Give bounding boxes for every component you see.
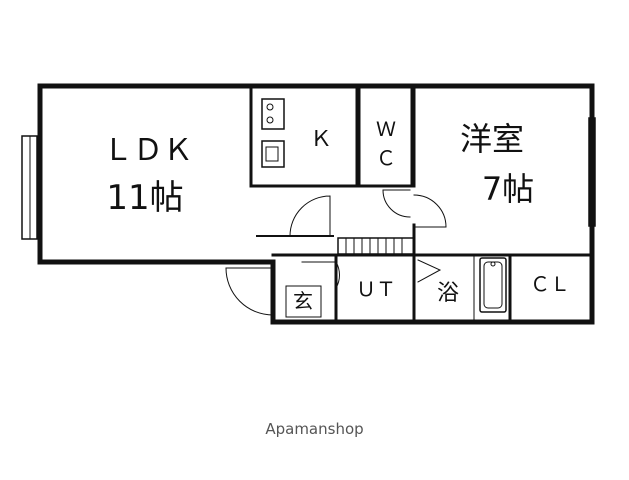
western-room-label: 洋室	[460, 120, 524, 158]
wc-label-w: Ｗ	[376, 117, 396, 141]
ldk-door	[289, 195, 331, 237]
closet-label: ＣＬ	[530, 272, 570, 296]
wc-door	[382, 189, 411, 218]
western-room-size: 7帖	[482, 170, 534, 208]
western-room-door	[413, 194, 447, 228]
bath-door	[417, 259, 442, 283]
stairs	[337, 237, 415, 255]
wc-wall	[357, 86, 414, 188]
entrance-label: 玄	[293, 289, 313, 313]
ut-door	[301, 261, 340, 289]
kitchen-wall	[249, 86, 359, 188]
ldk-label: ＬＤＫ	[103, 133, 193, 168]
ut-label: ＵＴ	[356, 277, 396, 301]
outer-wall	[37, 83, 595, 325]
bathtub	[479, 257, 507, 313]
stove	[261, 98, 285, 130]
watermark: Apamanshop	[265, 420, 364, 438]
window-right	[588, 117, 596, 227]
kitchen-label: Ｋ	[310, 127, 332, 152]
sink	[261, 140, 285, 168]
entrance-door	[225, 267, 274, 316]
ldk-size: 11帖	[106, 178, 183, 218]
bath-label: 浴	[437, 281, 459, 306]
wc-label-c: Ｃ	[376, 146, 396, 170]
